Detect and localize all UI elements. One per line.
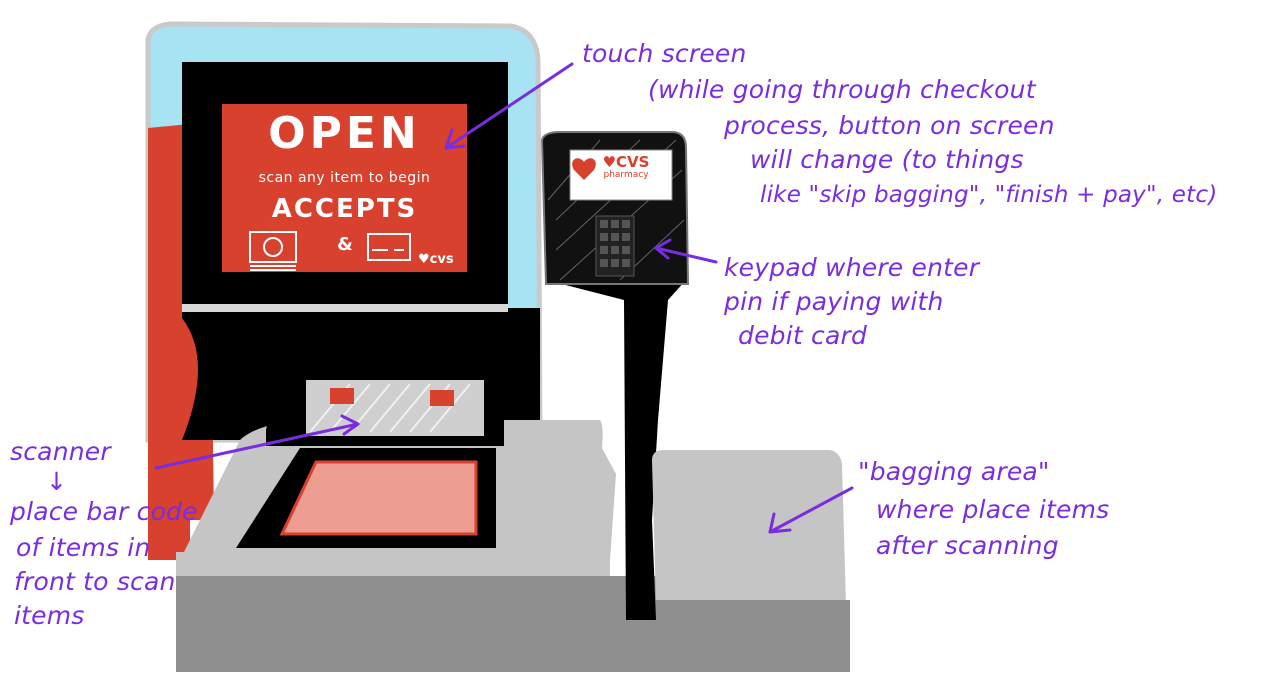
annotation-scanner-1: scanner [10,437,111,466]
annotation-scanner-4: of items in [16,533,151,562]
keypad [595,215,635,277]
annotation-touch-screen-5: like "skip bagging", "finish + pay", etc… [760,182,1218,208]
annotation-touch-screen-2: (while going through checkout [648,75,1036,104]
scanner-light-right [430,390,454,406]
annotation-scanner-5: front to scan [14,567,176,596]
annotation-scanner-3: place bar code [10,497,198,526]
annotation-bagging-1: "bagging area" [858,457,1050,486]
annotation-keypad-2: pin if paying with [724,287,944,316]
heart-icon [572,158,596,180]
touch-screen [222,104,467,272]
screen-accepts: ACCEPTS [271,194,418,224]
card-reader-pole [546,280,686,620]
bagging-area-base [656,600,850,672]
touch-screen-arrow [444,62,574,150]
annotation-scanner-6: items [14,601,85,630]
scanner-glass [279,460,478,536]
annotation-bagging-3: after scanning [876,531,1059,560]
annotation-bagging-2: where place items [876,495,1110,524]
scanner-light-left [330,388,354,404]
screen-headline: OPEN [268,108,421,159]
card-reader-logo: ♥CVS pharmacy [570,154,672,181]
counter-top-right [500,420,604,560]
annotation-touch-screen-4: will change (to things [750,145,1024,174]
annotation-keypad-1: keypad where enter [724,253,980,282]
counter-shadow [176,576,656,672]
annotation-touch-screen-3: process, button on screen [724,111,1055,140]
card-reader-brand-sub: pharmacy [603,170,649,180]
counter-base [176,552,610,576]
annotation-scanner-2: ↓ [46,467,68,496]
keypad-arrow [654,246,718,264]
bagging-arrow [768,486,854,534]
kiosk-red-side [148,124,214,560]
card-reader-brand: ♥CVS [602,153,650,171]
cash-icon [249,231,297,271]
annotation-touch-screen-1: touch screen [582,39,747,68]
scanner-arrow [154,422,360,470]
bagging-area [652,450,846,604]
screen-ampersand: & [337,234,353,255]
annotation-keypad-3: debit card [738,321,868,350]
card-icon [367,233,411,261]
screen-subtitle: scan any item to begin [258,170,431,186]
screen-logo: ♥cvs [418,252,454,267]
screen-bezel [182,304,508,312]
